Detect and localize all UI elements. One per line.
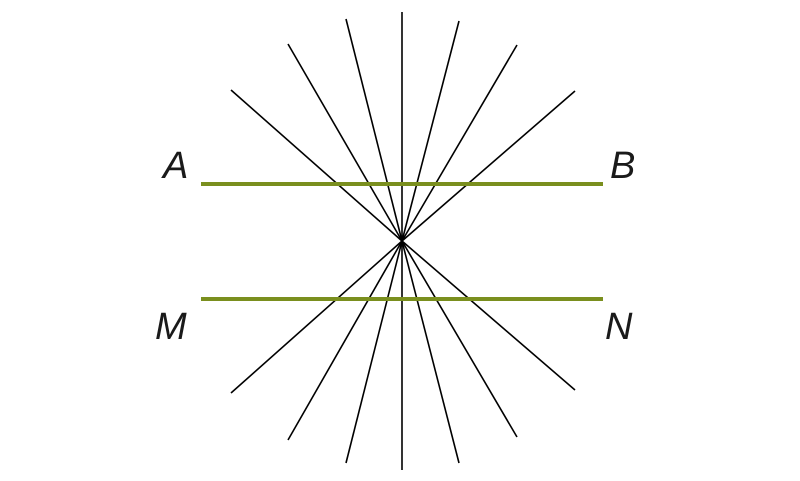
ray-outgoing-7 — [230, 240, 403, 394]
converging-rays — [230, 12, 576, 470]
ray-outgoing-6 — [287, 240, 403, 441]
ray-outgoing-5 — [345, 240, 403, 464]
label-b: B — [610, 145, 635, 187]
ray-incoming-3 — [345, 18, 403, 242]
ray-incoming-6 — [401, 44, 518, 242]
ray-incoming-1 — [230, 89, 403, 242]
ray-incoming-7 — [401, 90, 576, 242]
ray-outgoing-2 — [401, 240, 518, 438]
ray-outgoing-1 — [401, 240, 576, 391]
ray-incoming-2 — [287, 43, 403, 242]
ray-outgoing-3 — [401, 240, 460, 464]
label-a: A — [161, 145, 188, 187]
label-m: M — [155, 306, 187, 348]
ray-incoming-5 — [401, 20, 460, 242]
label-n: N — [605, 306, 633, 348]
